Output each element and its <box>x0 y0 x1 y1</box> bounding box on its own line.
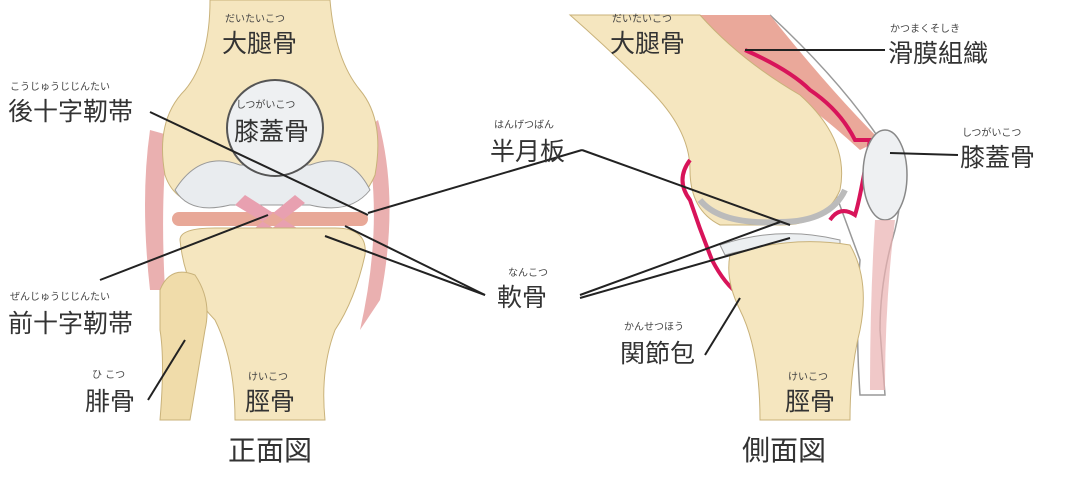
front-patella-ruby: しつがいこつ <box>236 98 295 111</box>
side-tibia <box>728 241 864 421</box>
front-tibia <box>179 227 366 421</box>
front-ligament-left <box>145 130 168 290</box>
pcl-ruby: こうじゅうじじんたい <box>10 81 110 93</box>
side-femur-ruby: だいたいこつ <box>612 13 672 25</box>
front-femur-ruby: だいたいこつ <box>225 13 285 25</box>
side-tibia-label: 脛骨 <box>785 387 835 416</box>
synovium-label: 滑膜組織 <box>888 39 988 68</box>
side-patellar-tendon <box>870 220 895 390</box>
front-meniscus <box>172 212 368 226</box>
front-fibula <box>159 271 208 421</box>
front-femur-label: 大腿骨 <box>222 29 297 58</box>
meniscus-label: 半月板 <box>490 137 565 166</box>
side-synovium <box>680 48 873 297</box>
side-patella-label: 膝蓋骨 <box>960 143 1035 172</box>
leader-lines <box>99 49 959 401</box>
front-tibia-label: 脛骨 <box>245 387 295 416</box>
pcl-label: 後十字靭帯 <box>8 97 133 126</box>
side-femur-label: 大腿骨 <box>610 29 685 58</box>
fibula-label: 腓骨 <box>85 387 135 416</box>
front-view <box>145 0 390 421</box>
front-patella <box>226 79 324 177</box>
synovium-ruby: かつまくそしき <box>890 23 960 35</box>
acl-label: 前十字靭帯 <box>8 309 133 338</box>
front-tibia-ruby: けいこつ <box>248 371 288 383</box>
capsule-label: 関節包 <box>620 339 695 368</box>
meniscus-ruby: はんげつばん <box>494 119 554 131</box>
side-view-caption: 側面図 <box>742 434 826 467</box>
front-ligament-right <box>360 120 390 330</box>
side-tibia-ruby: けいこつ <box>788 371 828 383</box>
fibula-ruby: ひ こつ <box>92 370 125 381</box>
front-cartilage-femur <box>174 160 371 209</box>
front-view-caption: 正面図 <box>228 434 312 467</box>
front-cruciate-ligaments <box>235 195 305 236</box>
side-quadriceps <box>700 15 880 150</box>
cartilage-ruby: なんこつ <box>508 267 548 279</box>
acl-ruby: ぜんじゅうじじんたい <box>10 291 110 303</box>
side-patella <box>862 129 908 221</box>
front-patella-label: 膝蓋骨 <box>234 117 309 146</box>
side-patella-ruby: しつがいこつ <box>962 126 1021 139</box>
capsule-ruby: かんせつほう <box>624 321 684 333</box>
cartilage-label: 軟骨 <box>497 283 547 312</box>
